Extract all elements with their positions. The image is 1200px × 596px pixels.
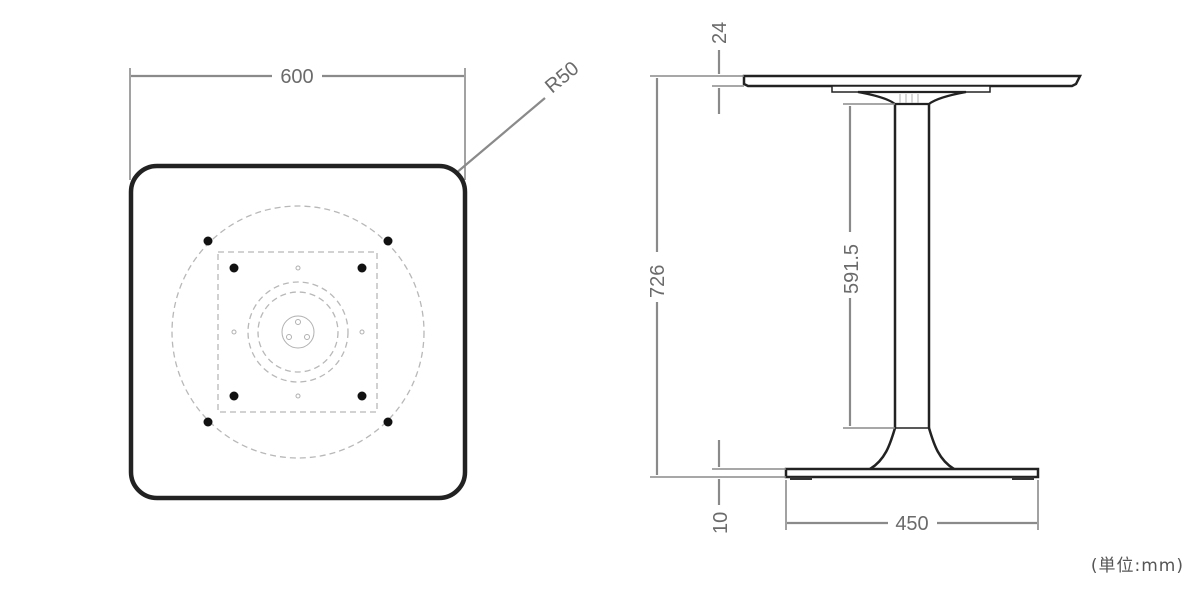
screw-inner-bottom-left bbox=[229, 391, 239, 401]
tabletop-side bbox=[742, 74, 1083, 88]
column-hidden-circle-inner bbox=[257, 291, 339, 373]
base-flare-left bbox=[869, 427, 897, 471]
screw-inner-top-left bbox=[229, 263, 239, 273]
base-width-label: 450 bbox=[895, 513, 928, 535]
screw-outer-bottom-right bbox=[383, 417, 393, 427]
base-foot-left bbox=[790, 477, 812, 480]
center-hole-top bbox=[295, 319, 301, 325]
tabletop-outline bbox=[128, 163, 468, 501]
base-foot-right bbox=[1012, 477, 1034, 480]
radius-label: R50 bbox=[541, 57, 583, 97]
screw-outer-top-left bbox=[203, 236, 213, 246]
plate-hole-bottom bbox=[295, 393, 301, 399]
base-plate-side bbox=[784, 467, 1040, 479]
center-boss bbox=[281, 315, 315, 349]
top-view: 600 R50 bbox=[128, 57, 583, 501]
screw-inner-top-right bbox=[357, 263, 367, 273]
side-view: 24 726 591.5 10 450 bbox=[647, 22, 1083, 535]
base-flare-right bbox=[927, 427, 955, 471]
top-thickness-label: 24 bbox=[709, 22, 731, 44]
center-hole-right bbox=[304, 334, 310, 340]
plate-hole-top bbox=[295, 265, 301, 271]
column-hidden-circle-outer bbox=[247, 281, 349, 383]
unit-note: (単位:mm) bbox=[1090, 556, 1184, 576]
screw-inner-bottom-right bbox=[357, 391, 367, 401]
width-label: 600 bbox=[280, 66, 313, 88]
plate-hole-left bbox=[231, 329, 237, 335]
base-hidden-circle bbox=[171, 205, 425, 459]
total-height-label: 726 bbox=[647, 265, 669, 298]
center-hole-left bbox=[286, 334, 292, 340]
base-thickness-label: 10 bbox=[710, 512, 732, 534]
screw-outer-top-right bbox=[383, 236, 393, 246]
screw-outer-bottom-left bbox=[203, 417, 213, 427]
plate-hole-right bbox=[359, 329, 365, 335]
column-height-label: 591.5 bbox=[841, 244, 863, 294]
